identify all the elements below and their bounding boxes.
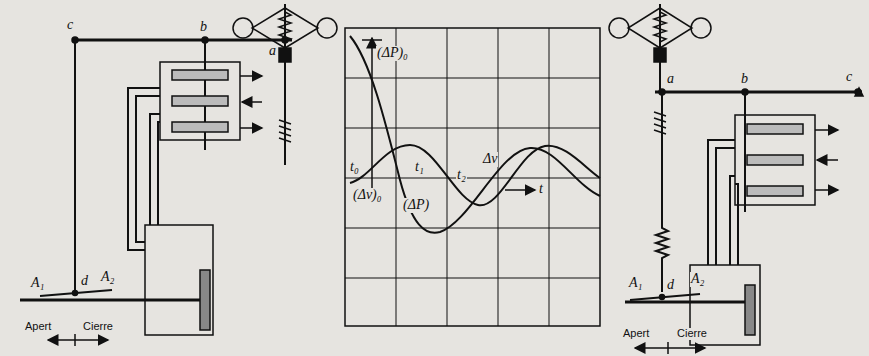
part-label: (ΔP)₀ — [376, 46, 409, 61]
part-label: (ΔP) — [402, 198, 430, 213]
part-label: t₂ — [456, 168, 467, 183]
part-label: b — [740, 72, 749, 87]
direction-label: Apert — [24, 321, 52, 333]
part-label: t — [538, 182, 544, 197]
part-label: c — [66, 18, 74, 33]
part-label: A₂ — [690, 272, 705, 287]
part-label: a — [268, 44, 277, 59]
part-label: A₂ — [100, 270, 115, 285]
part-label: (Δv)₀ — [352, 188, 383, 203]
part-label: d — [80, 274, 89, 289]
part-label: b — [199, 20, 208, 35]
part-label: t₁ — [414, 160, 425, 175]
part-label: c — [845, 70, 853, 85]
direction-label: Apert — [622, 328, 650, 340]
part-label: A₁ — [30, 276, 45, 291]
direction-label: Cierre — [676, 328, 708, 340]
part-label: d — [666, 278, 675, 293]
part-label: a — [666, 72, 675, 87]
direction-label: Cierre — [82, 321, 114, 333]
part-label: t₀ — [349, 160, 360, 175]
part-label: A₁ — [628, 276, 643, 291]
part-label: Δv — [482, 152, 498, 167]
